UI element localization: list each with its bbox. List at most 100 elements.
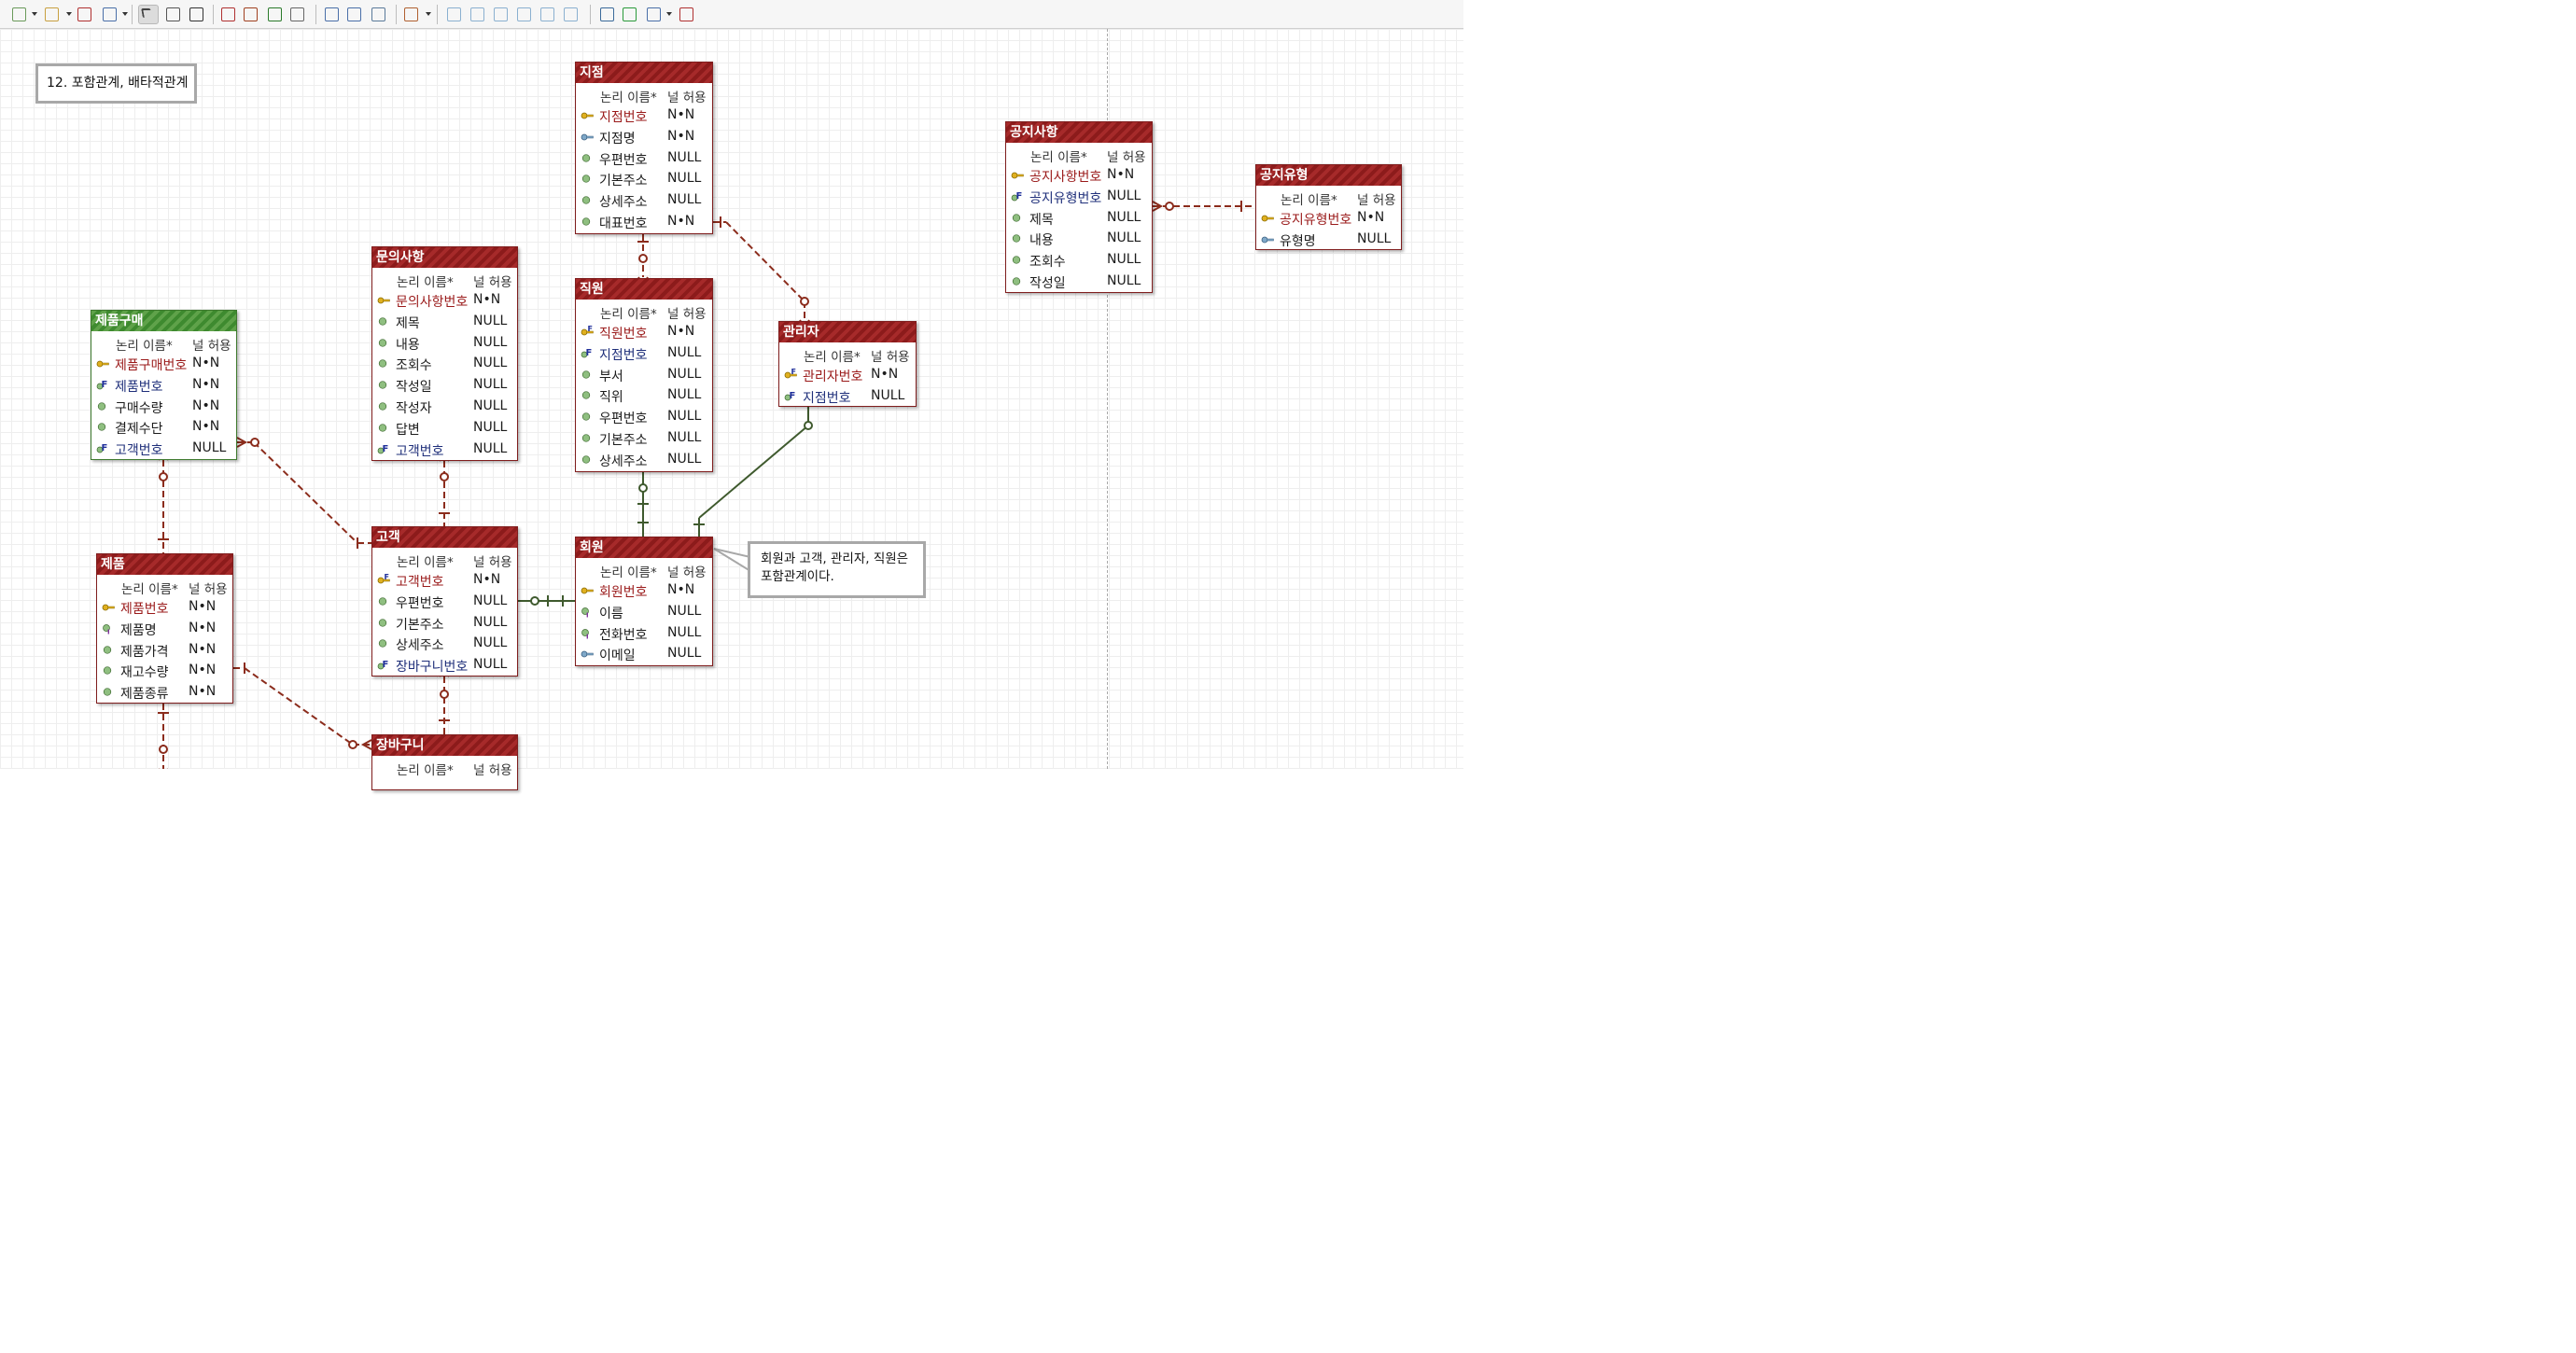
image-tool-button[interactable] <box>369 5 389 24</box>
entity-name[interactable]: 직원 <box>576 279 712 300</box>
chevron-down-icon[interactable] <box>426 12 431 16</box>
copy-tool-button[interactable] <box>322 5 343 24</box>
entity-name[interactable]: 고객 <box>372 527 517 548</box>
pointer-tool-button[interactable] <box>138 5 159 24</box>
hand-tool-button[interactable] <box>163 5 184 24</box>
entity-name[interactable]: 제품 <box>97 554 232 575</box>
note-tool-button[interactable] <box>287 5 308 24</box>
entity-name[interactable]: 문의사항 <box>372 247 517 268</box>
validate-tool-button[interactable] <box>620 5 640 24</box>
identifying-relation-tool-button[interactable] <box>241 5 261 24</box>
align-bottom-tool-button[interactable] <box>561 5 581 24</box>
chevron-down-icon[interactable] <box>66 12 72 16</box>
chevron-down-icon[interactable] <box>32 12 37 16</box>
align-right-tool-button[interactable] <box>491 5 511 24</box>
entity-name[interactable]: 지점 <box>576 63 712 83</box>
entity-name[interactable]: 장바구니 <box>372 735 517 756</box>
align-middle-tool-button[interactable] <box>538 5 558 24</box>
table-tool-button[interactable] <box>75 5 95 24</box>
non-identifying-relation-tool-button[interactable] <box>265 5 286 24</box>
entity-name[interactable]: 공지유형 <box>1256 165 1401 186</box>
diagram-canvas[interactable]: 12. 포함관계, 배타적관계 회원과 고객, 관리자, 직원은 포함관계이다.… <box>0 29 1463 790</box>
zoom-tool-button[interactable] <box>187 5 207 24</box>
shape-tool-button[interactable] <box>42 5 72 24</box>
align-left-tool-button[interactable] <box>444 5 465 24</box>
align-top-tool-button[interactable] <box>514 5 535 24</box>
chevron-down-icon[interactable] <box>666 12 672 16</box>
entity-name[interactable]: 공지사항 <box>1006 122 1152 143</box>
diagram-title-note[interactable]: 12. 포함관계, 배타적관계 <box>35 63 197 104</box>
entity-name[interactable]: 제품구매 <box>91 311 236 331</box>
color-tool-button[interactable] <box>401 5 431 24</box>
chevron-down-icon[interactable] <box>122 12 128 16</box>
select-layout-tool-button[interactable] <box>9 5 37 24</box>
entity-name[interactable]: 회원 <box>576 537 712 558</box>
callout-note[interactable]: 회원과 고객, 관리자, 직원은 포함관계이다. <box>748 541 926 598</box>
help-tool-button[interactable] <box>677 5 697 24</box>
sync-tool-button[interactable] <box>644 5 672 24</box>
report-tool-button[interactable] <box>597 5 618 24</box>
print-tool-button[interactable] <box>344 5 365 24</box>
view-tool-button[interactable] <box>100 5 128 24</box>
align-center-tool-button[interactable] <box>468 5 488 24</box>
